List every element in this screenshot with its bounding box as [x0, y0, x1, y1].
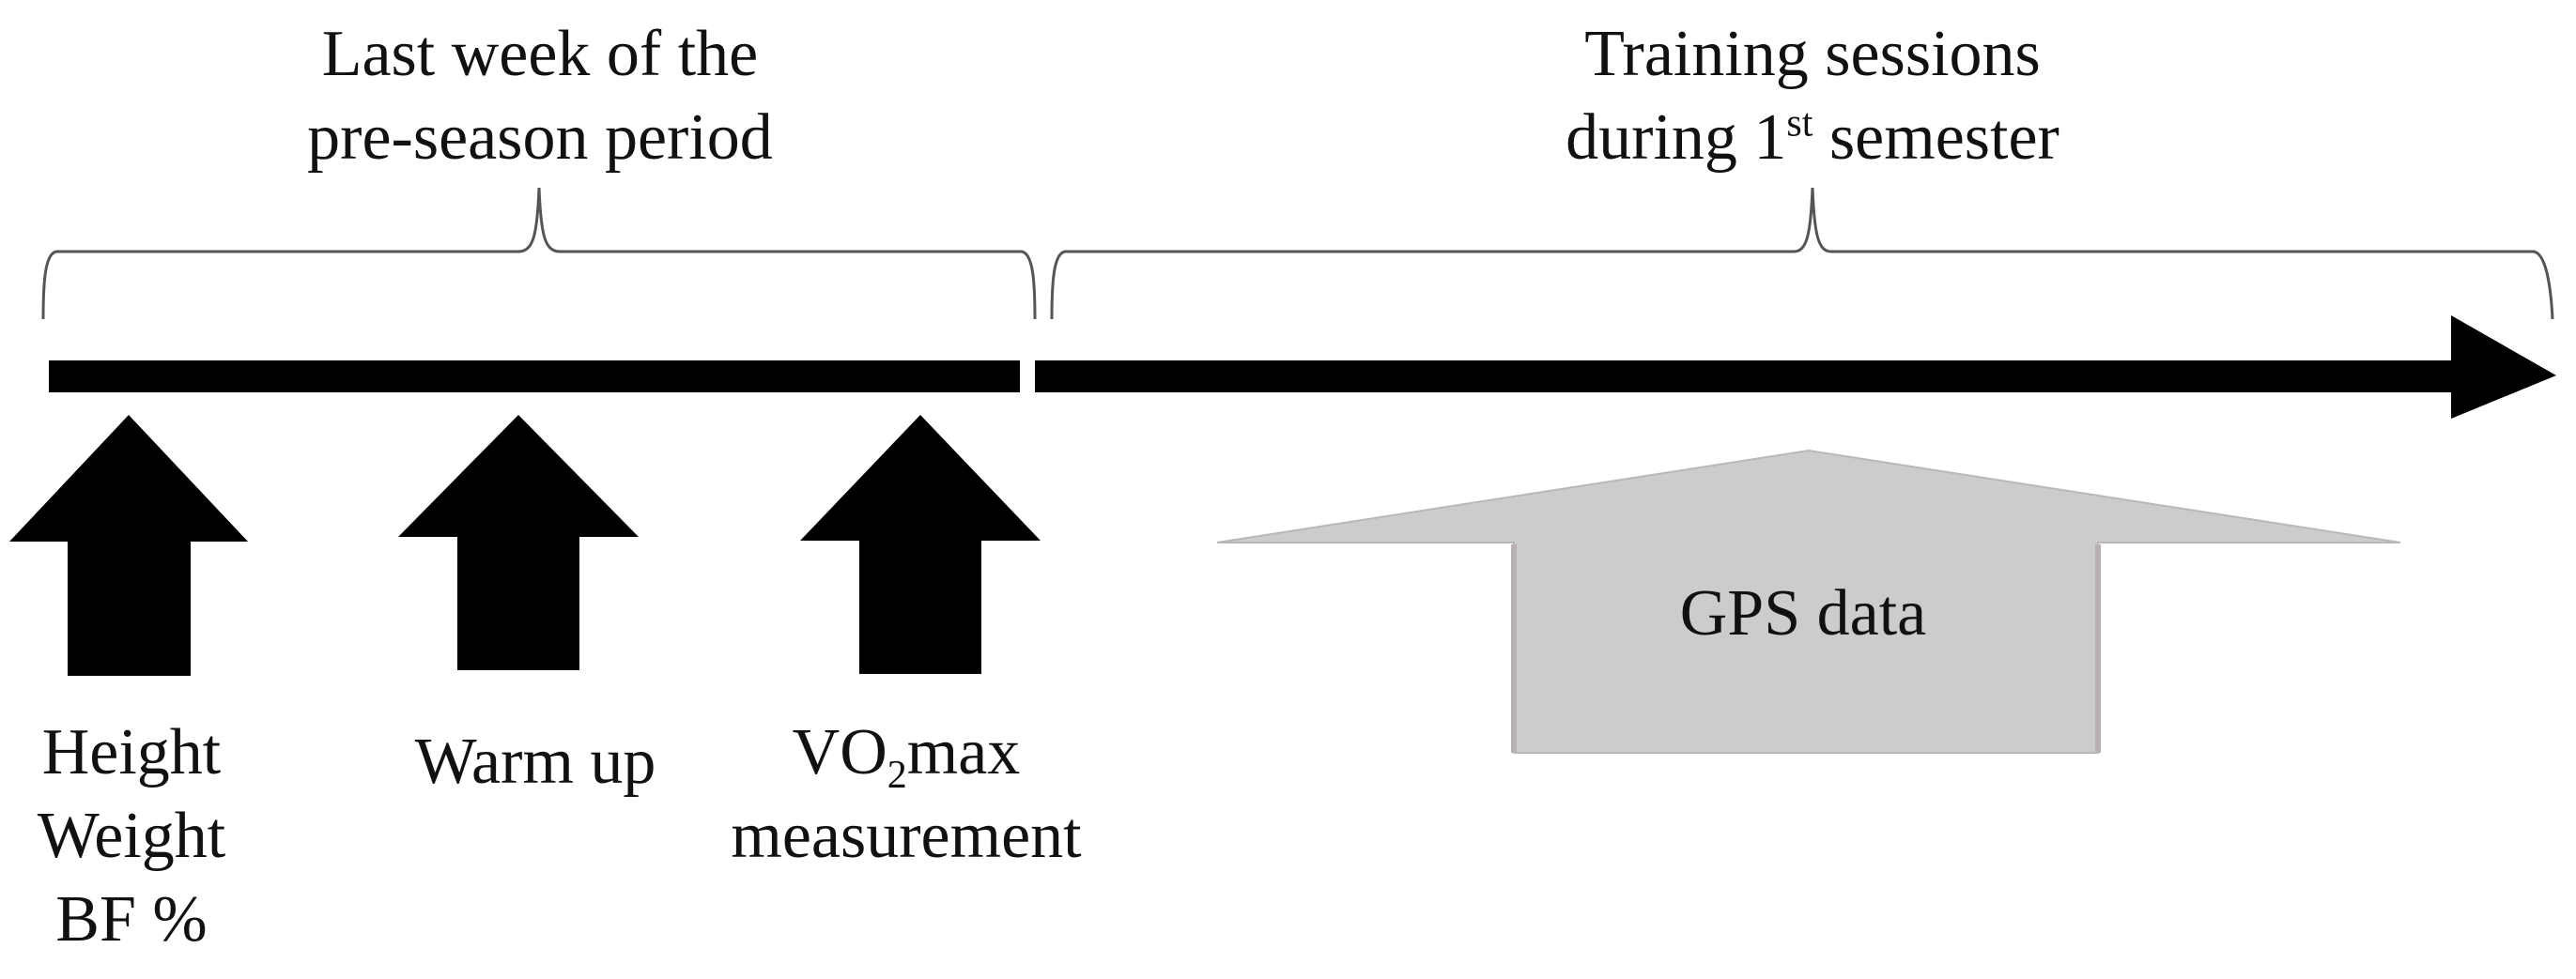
- preseason-label-line2: pre-season period: [307, 100, 773, 174]
- training-label-line2: during 1st semester: [1503, 97, 2122, 180]
- training-label-line2-prefix: during 1: [1566, 100, 1787, 174]
- preseason-phase-label: Last week of the pre-season period: [301, 13, 779, 180]
- anthropometry-label: Height Weight BF %: [0, 711, 263, 962]
- training-phase-label: Training sessions during 1st semester: [1503, 13, 2122, 180]
- training-brace: [1050, 187, 2554, 320]
- training-timeline-arrow: [1035, 315, 2556, 419]
- vo2max-arrow: [800, 415, 1041, 674]
- preseason-label-line1: Last week of the: [321, 18, 759, 90]
- preseason-timeline-bar: [49, 360, 1020, 392]
- warmup-label: Warm up: [376, 721, 695, 804]
- anthropometry-arrow: [9, 415, 248, 676]
- gps-data-label: GPS data: [1597, 574, 2010, 653]
- weight-label: Weight: [37, 799, 226, 872]
- training-label-line2-superscript: st: [1786, 101, 1813, 145]
- preseason-brace: [41, 187, 1037, 320]
- training-label-line2-suffix: semester: [1812, 100, 2059, 174]
- vo2max-subscript: 2: [887, 754, 907, 797]
- body-fat-label: BF %: [55, 882, 208, 956]
- vo2max-prefix: VO: [792, 716, 887, 788]
- vo2max-label: VO2max measurement: [676, 711, 1136, 879]
- height-label: Height: [41, 716, 222, 788]
- vo2max-suffix: max: [906, 716, 1021, 788]
- vo2max-label-line2: measurement: [731, 799, 1082, 872]
- training-label-line1: Training sessions: [1584, 18, 2041, 90]
- warmup-label-line1: Warm up: [414, 726, 656, 798]
- gps-data-text: GPS data: [1679, 577, 1927, 650]
- warmup-arrow: [398, 415, 639, 670]
- vo2max-label-line1: VO2max: [676, 711, 1136, 795]
